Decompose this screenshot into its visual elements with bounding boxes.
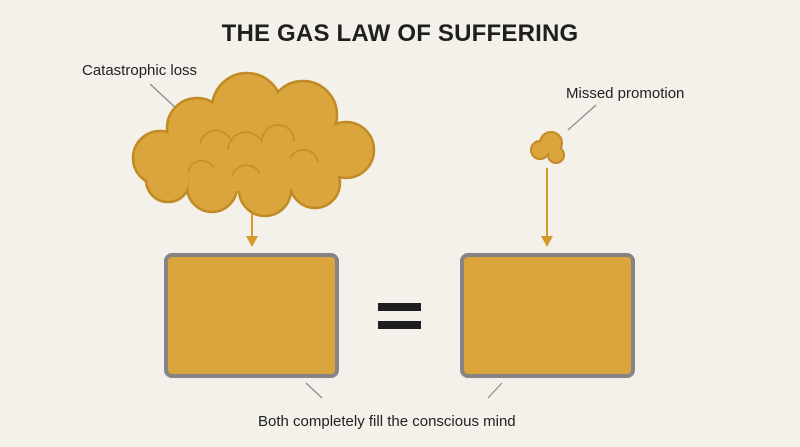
leader-line-small-cloud — [567, 104, 597, 131]
large-cloud — [131, 71, 376, 218]
equals-sign — [378, 303, 421, 329]
right-container — [460, 253, 635, 378]
arrow-right — [541, 168, 553, 247]
small-cloud-label: Missed promotion — [566, 85, 685, 102]
leader-line-large-cloud — [149, 83, 179, 111]
caption: Both completely fill the conscious mind — [258, 413, 516, 430]
arrow-left — [246, 214, 258, 247]
leader-line-caption-right — [487, 382, 503, 399]
small-cloud — [530, 131, 565, 164]
leader-line-caption — [305, 382, 323, 399]
diagram-title: THE GAS LAW OF SUFFERING — [221, 20, 579, 47]
large-cloud-label: Catastrophic loss — [82, 62, 198, 79]
left-container — [164, 253, 339, 378]
